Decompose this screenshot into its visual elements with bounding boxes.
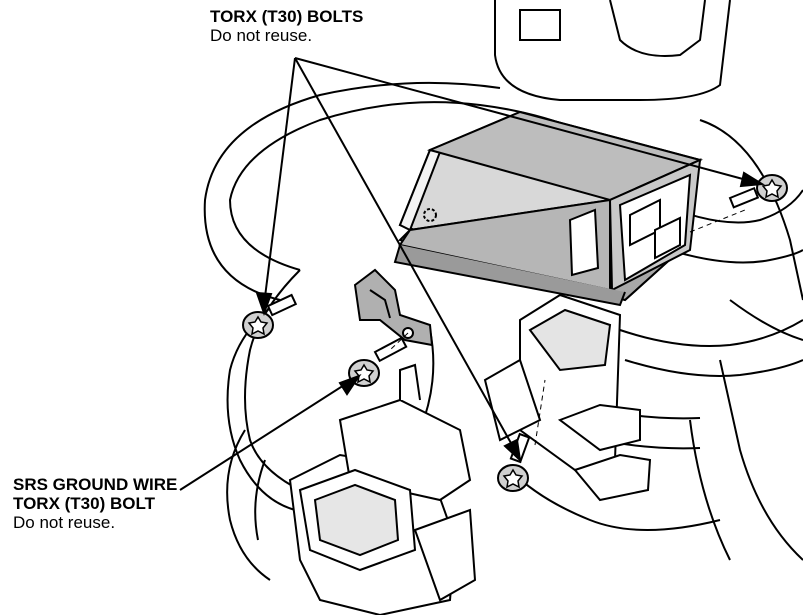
vehicle-floor-panel xyxy=(494,0,803,561)
connector-icon xyxy=(483,293,652,502)
connector-icon xyxy=(288,363,477,615)
alignment-lines xyxy=(389,209,746,446)
ground-bracket-icon xyxy=(353,268,434,347)
ground-bolt-line1: SRS GROUND WIRE xyxy=(13,475,178,494)
srs-unit-icon xyxy=(393,110,703,307)
ground-bolt-callout: SRS GROUND WIRE TORX (T30) BOLT Do not r… xyxy=(13,475,177,532)
torx-bolt-icon xyxy=(348,336,408,387)
ground-bolt-line2: TORX (T30) BOLT xyxy=(13,494,155,513)
torx-bolts-title: TORX (T30) BOLTS xyxy=(210,7,364,26)
torx-bolt-icon xyxy=(242,293,298,339)
ground-bolt-note: Do not reuse. xyxy=(13,513,116,532)
torx-bolts-callout: TORX (T30) BOLTS Do not reuse. xyxy=(210,7,363,45)
leader-lines xyxy=(179,57,766,491)
torx-bolt-icon xyxy=(728,174,788,209)
torx-bolts-note: Do not reuse. xyxy=(210,26,313,45)
